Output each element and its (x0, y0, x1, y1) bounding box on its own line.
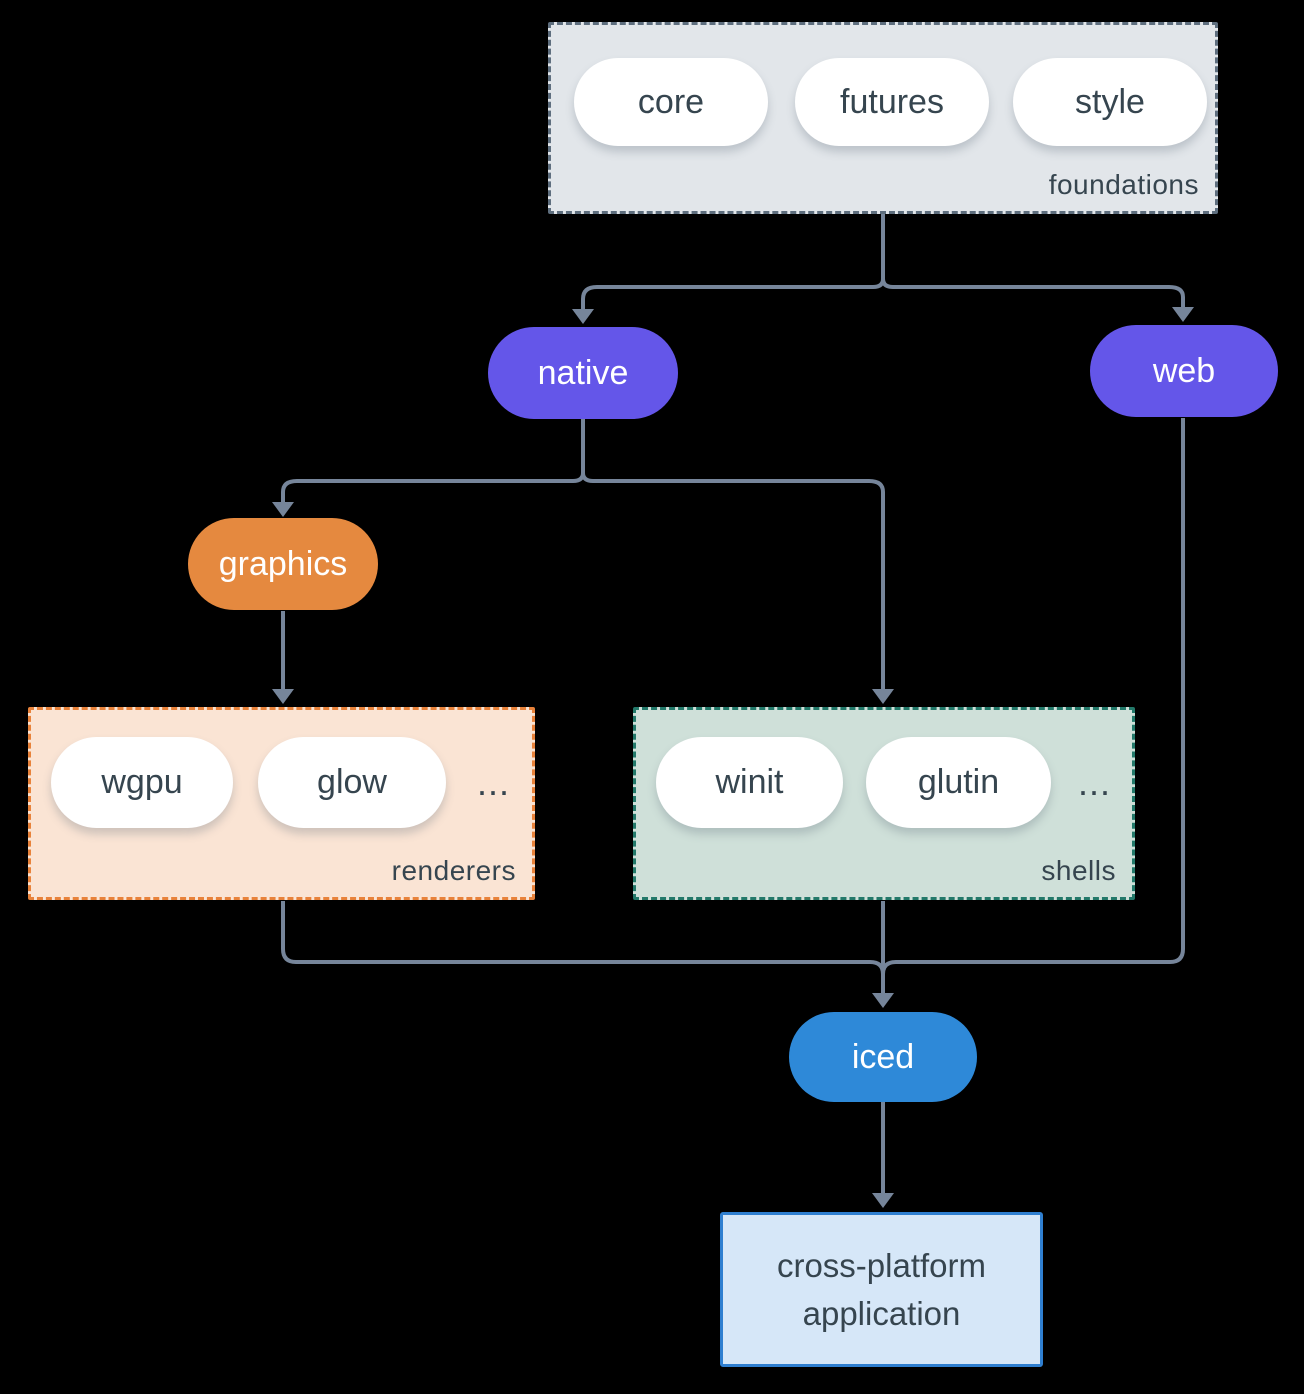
group-foundations-label: foundations (1048, 169, 1199, 200)
node-iced: iced (789, 1012, 977, 1102)
arrowhead-application (872, 1193, 894, 1208)
edge-native-graphics (281, 419, 585, 502)
node-iced-label: iced (851, 1037, 915, 1076)
node-futures: futures (795, 58, 989, 146)
group-renderers-label: renderers (391, 855, 516, 886)
edge-web-iced (881, 418, 1185, 993)
arrowhead-iced (872, 993, 894, 1008)
node-style: style (1013, 58, 1207, 146)
renderers-ellipsis: ... (477, 762, 511, 803)
edge-foundations-web (881, 214, 1185, 307)
node-glutin-label: glutin (917, 763, 1000, 801)
node-glutin: glutin (866, 737, 1051, 828)
node-cross-platform-application: cross-platform application (720, 1212, 1043, 1367)
node-graphics: graphics (188, 518, 378, 610)
group-foundations: core futures style foundations (548, 22, 1218, 214)
arrowhead-graphics (272, 502, 294, 517)
node-glow-label: glow (317, 763, 387, 801)
edge-foundations-native (581, 214, 885, 309)
node-native-label: native (537, 353, 629, 392)
group-shells: winit glutin ... shells (633, 707, 1135, 900)
arrowhead-web (1172, 307, 1194, 322)
node-core-label: core (637, 82, 705, 121)
arrowhead-shells (872, 689, 894, 704)
node-style-label: style (1075, 82, 1145, 121)
node-web: web (1090, 325, 1278, 417)
application-label-line2: application (802, 1294, 961, 1332)
node-glow: glow (258, 737, 446, 828)
arrowhead-native (572, 309, 594, 324)
node-winit-label: winit (715, 763, 784, 801)
node-graphics-label: graphics (218, 544, 348, 583)
application-label-line1: cross-platform (776, 1246, 987, 1284)
node-wgpu-label: wgpu (101, 763, 183, 801)
node-web-label: web (1152, 351, 1216, 390)
node-winit: winit (656, 737, 843, 828)
edge-native-shells (581, 419, 885, 689)
node-native: native (488, 327, 678, 419)
arrowhead-renderers (272, 689, 294, 704)
node-core: core (574, 58, 768, 146)
node-wgpu: wgpu (51, 737, 233, 828)
group-shells-label: shells (1041, 855, 1116, 886)
shells-ellipsis: ... (1078, 762, 1112, 803)
group-renderers: wgpu glow ... renderers (28, 707, 535, 900)
edge-renderers-iced (281, 901, 885, 993)
node-futures-label: futures (840, 82, 944, 121)
